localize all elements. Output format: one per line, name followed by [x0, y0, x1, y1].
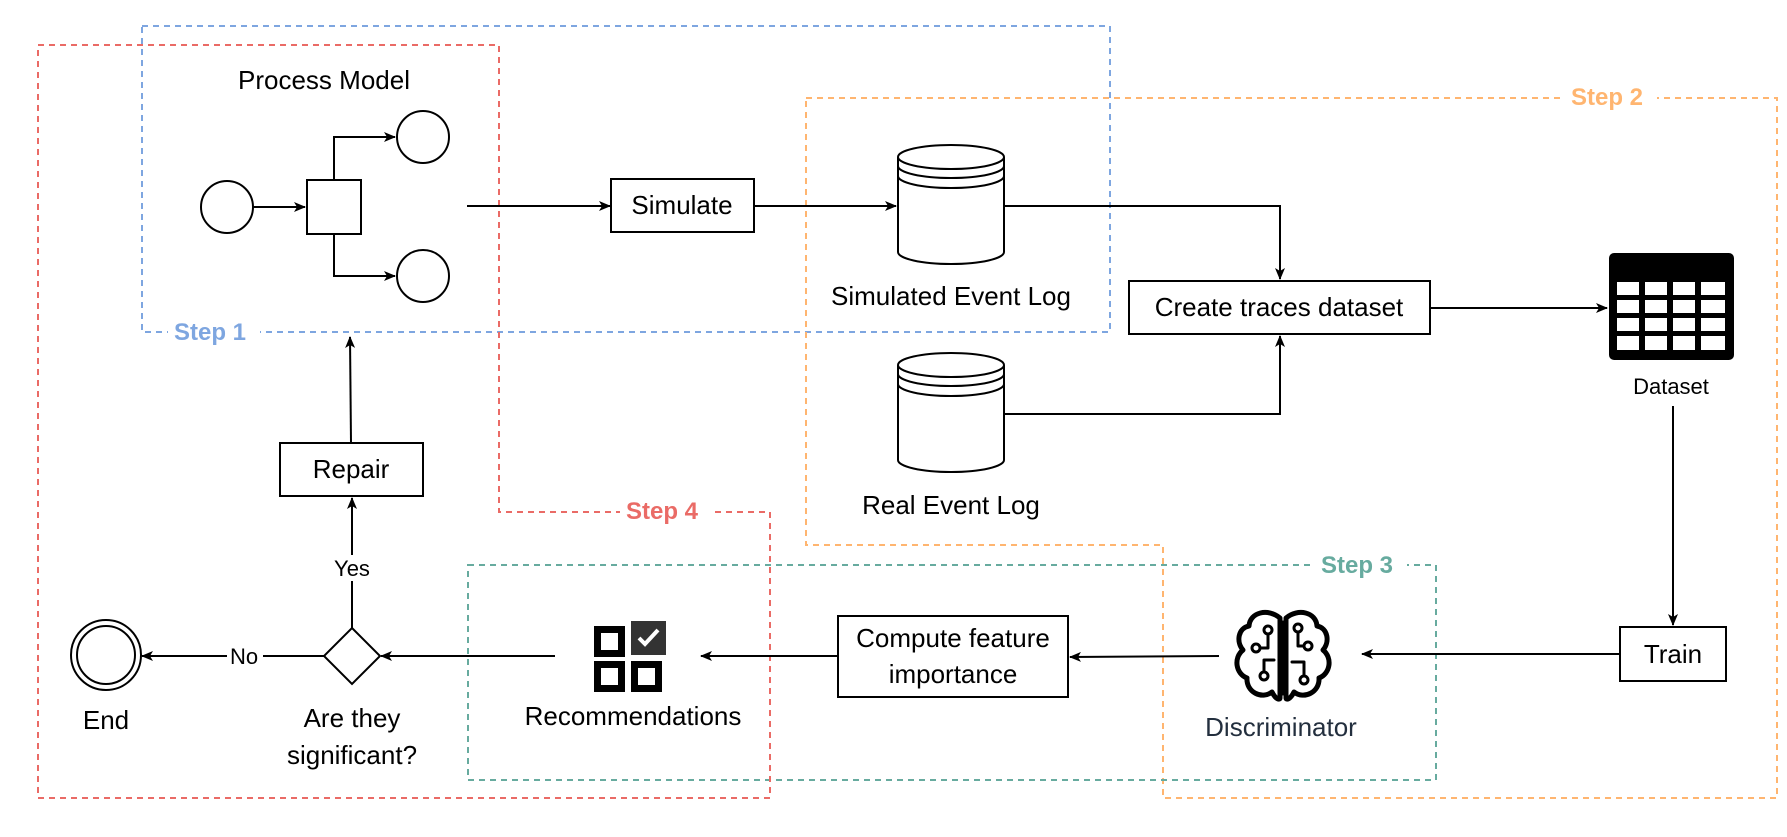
step1-label: Step 1 [174, 319, 246, 346]
step4-region [37, 44, 771, 799]
yes-label: Yes [334, 556, 370, 581]
end-event-bottom-circle [396, 249, 450, 303]
dataset-label: Dataset [1633, 374, 1709, 399]
repair-label: Repair [313, 454, 390, 484]
brain-circuit-nodes [1250, 622, 1314, 686]
step1-region [141, 25, 1111, 333]
compute-feature-importance-label-line1: Compute feature [856, 623, 1050, 653]
step4-label: Step 4 [626, 498, 699, 525]
decision-diamond [322, 626, 382, 686]
decision-label-line1: Are they [304, 703, 401, 733]
create-traces-dataset-label: Create traces dataset [1155, 292, 1404, 322]
end-event-top-circle [396, 110, 450, 164]
step2-label: Step 2 [1571, 84, 1643, 111]
real-event-log-label: Real Event Log [862, 490, 1040, 520]
step3-region [467, 564, 1437, 781]
decision-label-line2: significant? [287, 740, 417, 770]
recommendations-label: Recommendations [525, 701, 742, 731]
end-event-icon [70, 619, 142, 691]
compute-feature-importance-button[interactable] [837, 615, 1069, 698]
simulate-label: Simulate [631, 190, 732, 220]
discriminator-label: Discriminator [1205, 712, 1357, 742]
repair-button[interactable] [279, 442, 424, 497]
database-icon [897, 144, 1005, 265]
table-icon [1609, 253, 1734, 360]
brain-circuit-icon [1234, 609, 1332, 702]
no-label: No [230, 644, 258, 669]
create-traces-dataset-button[interactable] [1128, 280, 1431, 335]
simulate-button[interactable] [610, 178, 755, 233]
simulated-event-log-label: Simulated Event Log [831, 281, 1071, 311]
process-model-title: Process Model [238, 65, 410, 95]
compute-feature-importance-label-line2: importance [889, 659, 1018, 689]
train-button[interactable] [1619, 626, 1727, 682]
start-event-circle [200, 180, 254, 234]
train-label: Train [1644, 639, 1702, 669]
process-model-diagram [200, 110, 450, 303]
step3-label: Step 3 [1321, 552, 1393, 579]
activity-square [306, 179, 362, 235]
checklist-icon [594, 621, 666, 692]
step2-region [805, 97, 1778, 799]
end-label: End [83, 705, 129, 735]
database-icon [897, 352, 1005, 473]
